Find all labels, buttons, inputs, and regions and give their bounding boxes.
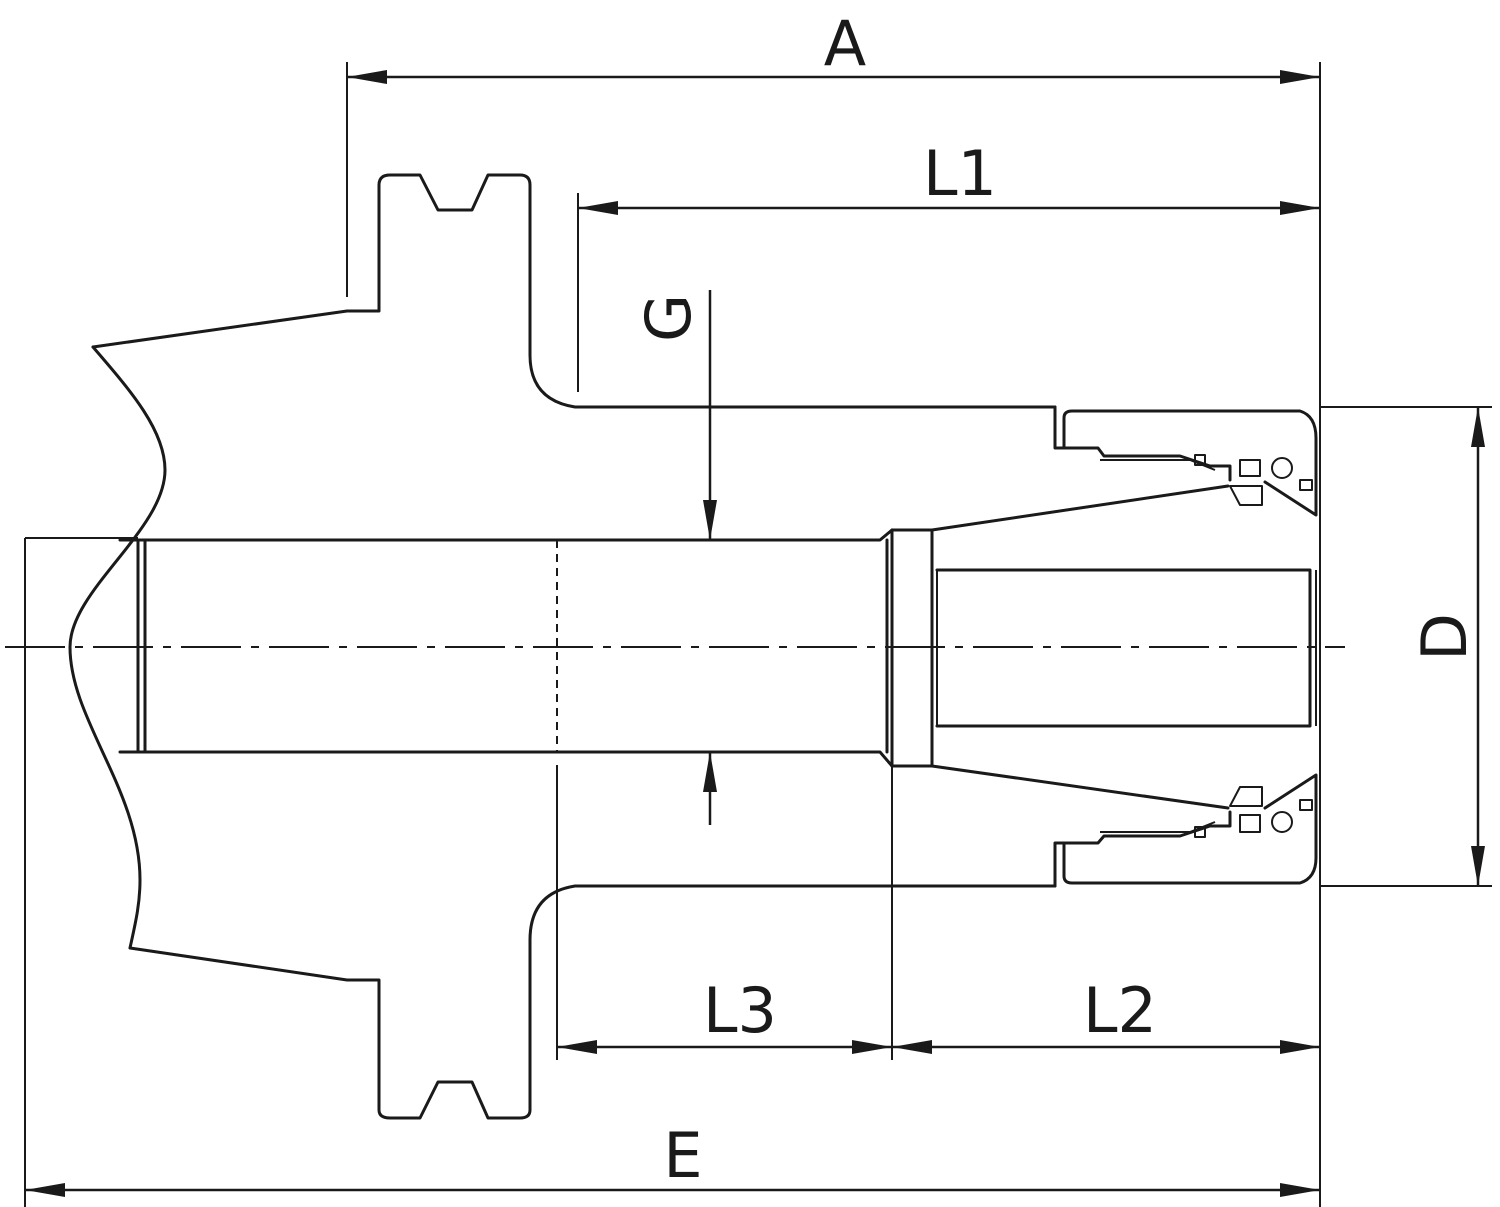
dim-l2-arrow-left [892, 1040, 932, 1054]
dim-e-label: E [663, 1119, 702, 1192]
dim-l1-arrow-right [1280, 201, 1320, 215]
clamp-ball-upper [1271, 457, 1293, 479]
dim-l2-arrow-right [1280, 1040, 1320, 1054]
dim-a-label: A [824, 7, 866, 80]
dim-g-arrow-bottom [703, 752, 717, 792]
dim-e-arrow-left [25, 1183, 65, 1197]
dim-l2-label: L2 [1083, 974, 1157, 1047]
clamp-nut-upper-detail [1100, 454, 1313, 491]
clamp-ring-upper [1229, 485, 1263, 506]
clamp-nut-lower-detail [1100, 799, 1313, 838]
clamp-ball-lower [1271, 811, 1293, 833]
dim-l3-label: L3 [703, 974, 777, 1047]
break-line [68, 345, 167, 950]
dim-a-arrow-left [347, 70, 387, 84]
hidden-bore [556, 539, 880, 753]
flange-lower-profile [128, 884, 1057, 1120]
collet-bore [930, 484, 1312, 810]
dim-l1-label: L1 [923, 137, 997, 210]
dim-d-arrow-bottom [1471, 846, 1485, 886]
dim-l3-arrow-left [557, 1040, 597, 1054]
clamp-nut-upper [1053, 405, 1318, 517]
dim-e-arrow-right [1280, 1183, 1320, 1197]
dim-g-arrow-top [703, 500, 717, 540]
dim-l1-arrow-left [578, 201, 618, 215]
extension-lines [24, 62, 1492, 1207]
dim-d-arrow-top [1471, 407, 1485, 447]
shank-end-chamfer [118, 538, 147, 754]
dim-l3-arrow-right [852, 1040, 892, 1054]
clamp-ring-lower [1229, 786, 1263, 807]
dim-d-label: D [1408, 613, 1481, 661]
collet-shoulder [890, 528, 934, 768]
flange-upper-profile [91, 173, 1057, 409]
dim-a-arrow-right [1280, 70, 1320, 84]
dim-g-label: G [632, 294, 705, 342]
clamp-nut-lower [1053, 773, 1318, 888]
